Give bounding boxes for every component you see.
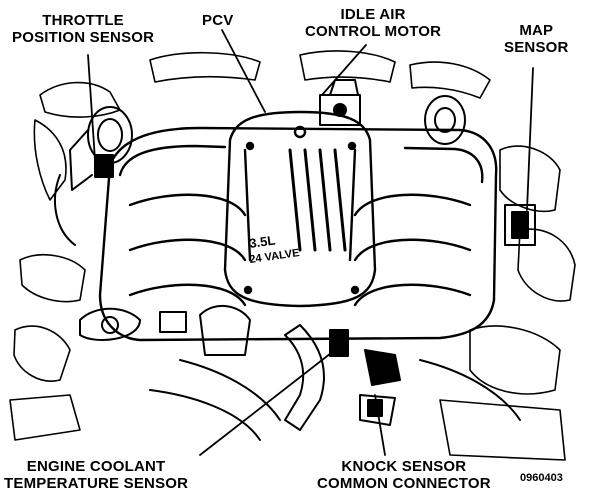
map-sensor-label-line2: SENSOR [504,39,569,56]
intake-manifold [98,110,498,342]
throttle-position-sensor-label-line1: THROTTLE [42,12,124,29]
leader-lines [87,29,534,456]
engine-coolant-temperature-sensor-label-line1: ENGINE COOLANT [26,458,166,475]
idle-air-area [319,79,466,145]
pcv-label-line1: PCV [202,12,234,29]
engine-coolant-temperature-sensor-label-line2: TEMPERATURE SENSOR [4,475,189,492]
idle-air-control-motor-label-line2: CONTROL MOTOR [305,23,442,40]
engine-bay-background [9,50,576,461]
lower-components [79,304,521,441]
throttle-position-sensor-label-line2: POSITION SENSOR [12,29,155,46]
map-sensor-label-line1: MAP [519,22,554,39]
idle-air-control-motor-label-line1: IDLE AIR [340,6,406,23]
throttle-position-sensor-label: THROTTLE POSITION SENSOR [12,12,154,46]
knock-sensor-common-connector-label: KNOCK SENSOR COMMON CONNECTOR [317,458,491,492]
idle-air-control-motor-label: IDLE AIR CONTROL MOTOR [305,6,441,40]
knock-sensor-common-connector-label-line1: KNOCK SENSOR [341,458,467,475]
pcv-label: PCV [202,12,233,29]
knock-sensor-common-connector-label-line2: COMMON CONNECTOR [317,475,491,492]
map-sensor-part [504,204,536,246]
engine-coolant-temperature-sensor-label: ENGINE COOLANT TEMPERATURE SENSOR [4,458,188,492]
map-sensor-label: MAP SENSOR [504,22,569,56]
figure-id: 0960403 [520,472,563,484]
